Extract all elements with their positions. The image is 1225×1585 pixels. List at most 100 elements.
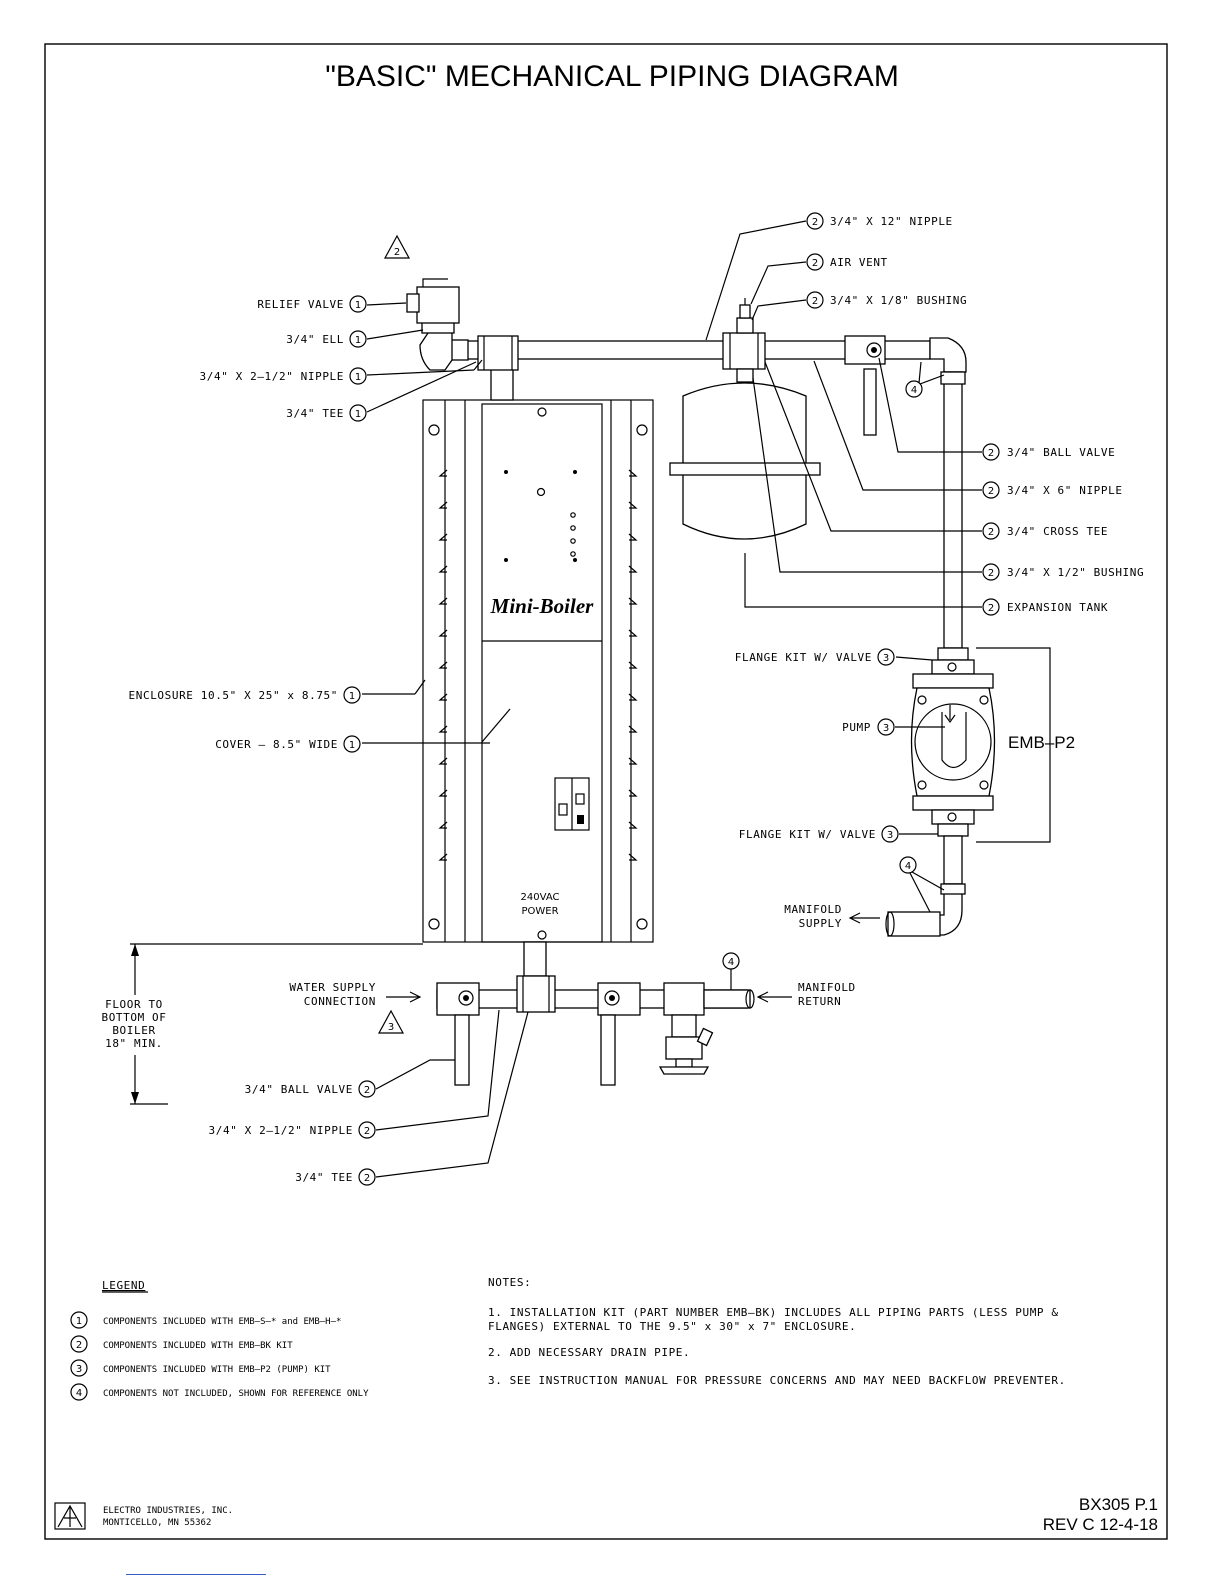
callout-tee-top-left: 3/4" TEE <box>286 407 344 420</box>
enclosure-fins-right <box>628 469 638 861</box>
callout-ell: 3/4" ELL <box>286 333 344 346</box>
ref-circle <box>881 825 899 843</box>
ref-circle <box>358 1168 376 1186</box>
fin-right <box>628 693 638 701</box>
water-supply-label-2: CONNECTION <box>304 995 376 1008</box>
ref-circle <box>877 648 895 666</box>
ref-number: 2 <box>988 603 994 614</box>
callout-nipple-bottom: 3/4" X 2–1/2" NIPPLE <box>209 1124 353 1137</box>
ref-number: 1 <box>355 409 361 420</box>
ref-circle <box>349 330 367 348</box>
ref-circle <box>806 253 824 271</box>
callout-12-nipple: 3/4" X 12" NIPPLE <box>830 215 953 228</box>
ref-circle <box>877 718 895 736</box>
legend-item: COMPONENTS INCLUDED WITH EMB–BK KIT <box>103 1341 293 1351</box>
ref-number: 2 <box>364 1126 370 1137</box>
ref-circle <box>349 367 367 385</box>
note-3: 3. SEE INSTRUCTION MANUAL FOR PRESSURE C… <box>488 1374 1066 1387</box>
callout-ball-valve-top: 3/4" BALL VALVE <box>1007 446 1115 459</box>
note-1-line1: 1. INSTALLATION KIT (PART NUMBER EMB–BK)… <box>488 1306 1059 1319</box>
drawing-number: BX305 P.1 <box>1079 1495 1158 1514</box>
ref4-marker-pump: 4 <box>899 856 945 913</box>
ref-number: 3 <box>887 830 893 841</box>
notes-heading: NOTES: <box>488 1276 531 1289</box>
expansion-tank <box>669 382 821 540</box>
ref-number: 2 <box>988 568 994 579</box>
ref-number: 2 <box>364 1085 370 1096</box>
ref-circle <box>358 1080 376 1098</box>
fin-right <box>628 629 638 637</box>
ref-number: 1 <box>355 372 361 383</box>
callout-expansion-tank: EXPANSION TANK <box>1007 601 1108 614</box>
ref4-marker-top: 4 <box>905 361 945 398</box>
ref-number: 2 <box>988 527 994 538</box>
water-supply-label-1: WATER SUPPLY <box>289 981 376 994</box>
callout-ball-valve-bottom: 3/4" BALL VALVE <box>245 1083 353 1096</box>
fin-right <box>628 789 638 797</box>
legend-item: COMPONENTS NOT INCLUDED, SHOWN FOR REFER… <box>103 1389 369 1399</box>
ref-number: 2 <box>988 448 994 459</box>
svg-text:4: 4 <box>911 385 917 396</box>
ref-circle <box>982 481 1000 499</box>
ref-circle <box>982 598 1000 616</box>
revision: REV C 12-4-18 <box>1043 1515 1158 1534</box>
page-link-underline[interactable] <box>126 1574 266 1575</box>
floor-note-line1: FLOOR TO <box>105 998 163 1011</box>
fin-right <box>628 757 638 765</box>
ref-number: 3 <box>883 653 889 664</box>
fin-right <box>628 469 638 477</box>
manifold-supply-label-2: SUPPLY <box>799 917 842 930</box>
fin-left <box>438 821 448 829</box>
callout-6-nipple: 3/4" X 6" NIPPLE <box>1007 484 1123 497</box>
top-piping <box>406 278 967 649</box>
enclosure-fins-left <box>438 469 448 861</box>
fin-right <box>628 821 638 829</box>
notes: NOTES: 1. INSTALLATION KIT (PART NUMBER … <box>488 1276 1066 1387</box>
callout-leaders <box>362 220 982 1178</box>
manifold-return-label-2: RETURN <box>798 995 841 1008</box>
ref-circle <box>343 735 361 753</box>
callout-cross-tee: 3/4" CROSS TEE <box>1007 525 1108 538</box>
fin-right <box>628 501 638 509</box>
callout-flange-kit-bottom: FLANGE KIT W/ VALVE <box>739 828 876 841</box>
drawing-border <box>44 43 1168 1540</box>
callout-cover: COVER – 8.5" WIDE <box>215 738 338 751</box>
svg-text:4: 4 <box>905 861 911 872</box>
company-location: MONTICELLO, MN 55362 <box>103 1518 211 1528</box>
ref-number: 1 <box>349 691 355 702</box>
floor-note-line3: BOILER <box>112 1024 155 1037</box>
fin-right <box>628 565 638 573</box>
pump-assembly <box>885 647 1051 937</box>
callout-nipple-top-left: 3/4" X 2–1/2" NIPPLE <box>200 370 344 383</box>
power-label-line1: 240VAC <box>521 892 560 903</box>
fin-left <box>438 725 448 733</box>
fin-right <box>628 661 638 669</box>
legend-item: COMPONENTS INCLUDED WITH EMB–S–* and EMB… <box>103 1317 341 1327</box>
ref-circle <box>982 563 1000 581</box>
note-1-line2: FLANGES) EXTERNAL TO THE 9.5" x 30" x 7"… <box>488 1320 856 1333</box>
svg-text:3: 3 <box>388 1022 394 1033</box>
callout-air-vent: AIR VENT <box>830 256 888 269</box>
power-label-line2: POWER <box>521 906 558 917</box>
fin-right <box>628 853 638 861</box>
ref-number: 3 <box>883 723 889 734</box>
ref-circle <box>982 443 1000 461</box>
ref-circle <box>343 686 361 704</box>
fin-left <box>438 469 448 477</box>
callout-12-bushing: 3/4" X 1/2" BUSHING <box>1007 566 1144 579</box>
fin-right <box>628 725 638 733</box>
legend-item: COMPONENTS INCLUDED WITH EMB–P2 (PUMP) K… <box>103 1365 331 1375</box>
ref-circle <box>806 291 824 309</box>
ref-number: 1 <box>355 300 361 311</box>
ref-number: 2 <box>988 486 994 497</box>
svg-text:4: 4 <box>728 957 734 968</box>
legend-ref: 3 <box>76 1364 82 1375</box>
ref-circle <box>358 1121 376 1139</box>
fin-left <box>438 501 448 509</box>
callout-tee-bottom: 3/4" TEE <box>295 1171 353 1184</box>
drawing-title: "BASIC" MECHANICAL PIPING DIAGRAM <box>325 60 899 93</box>
ref-circle <box>982 522 1000 540</box>
water-supply-arrow <box>386 991 422 1003</box>
warning-marker-2: 2 <box>383 234 411 259</box>
ref-number: 1 <box>355 335 361 346</box>
